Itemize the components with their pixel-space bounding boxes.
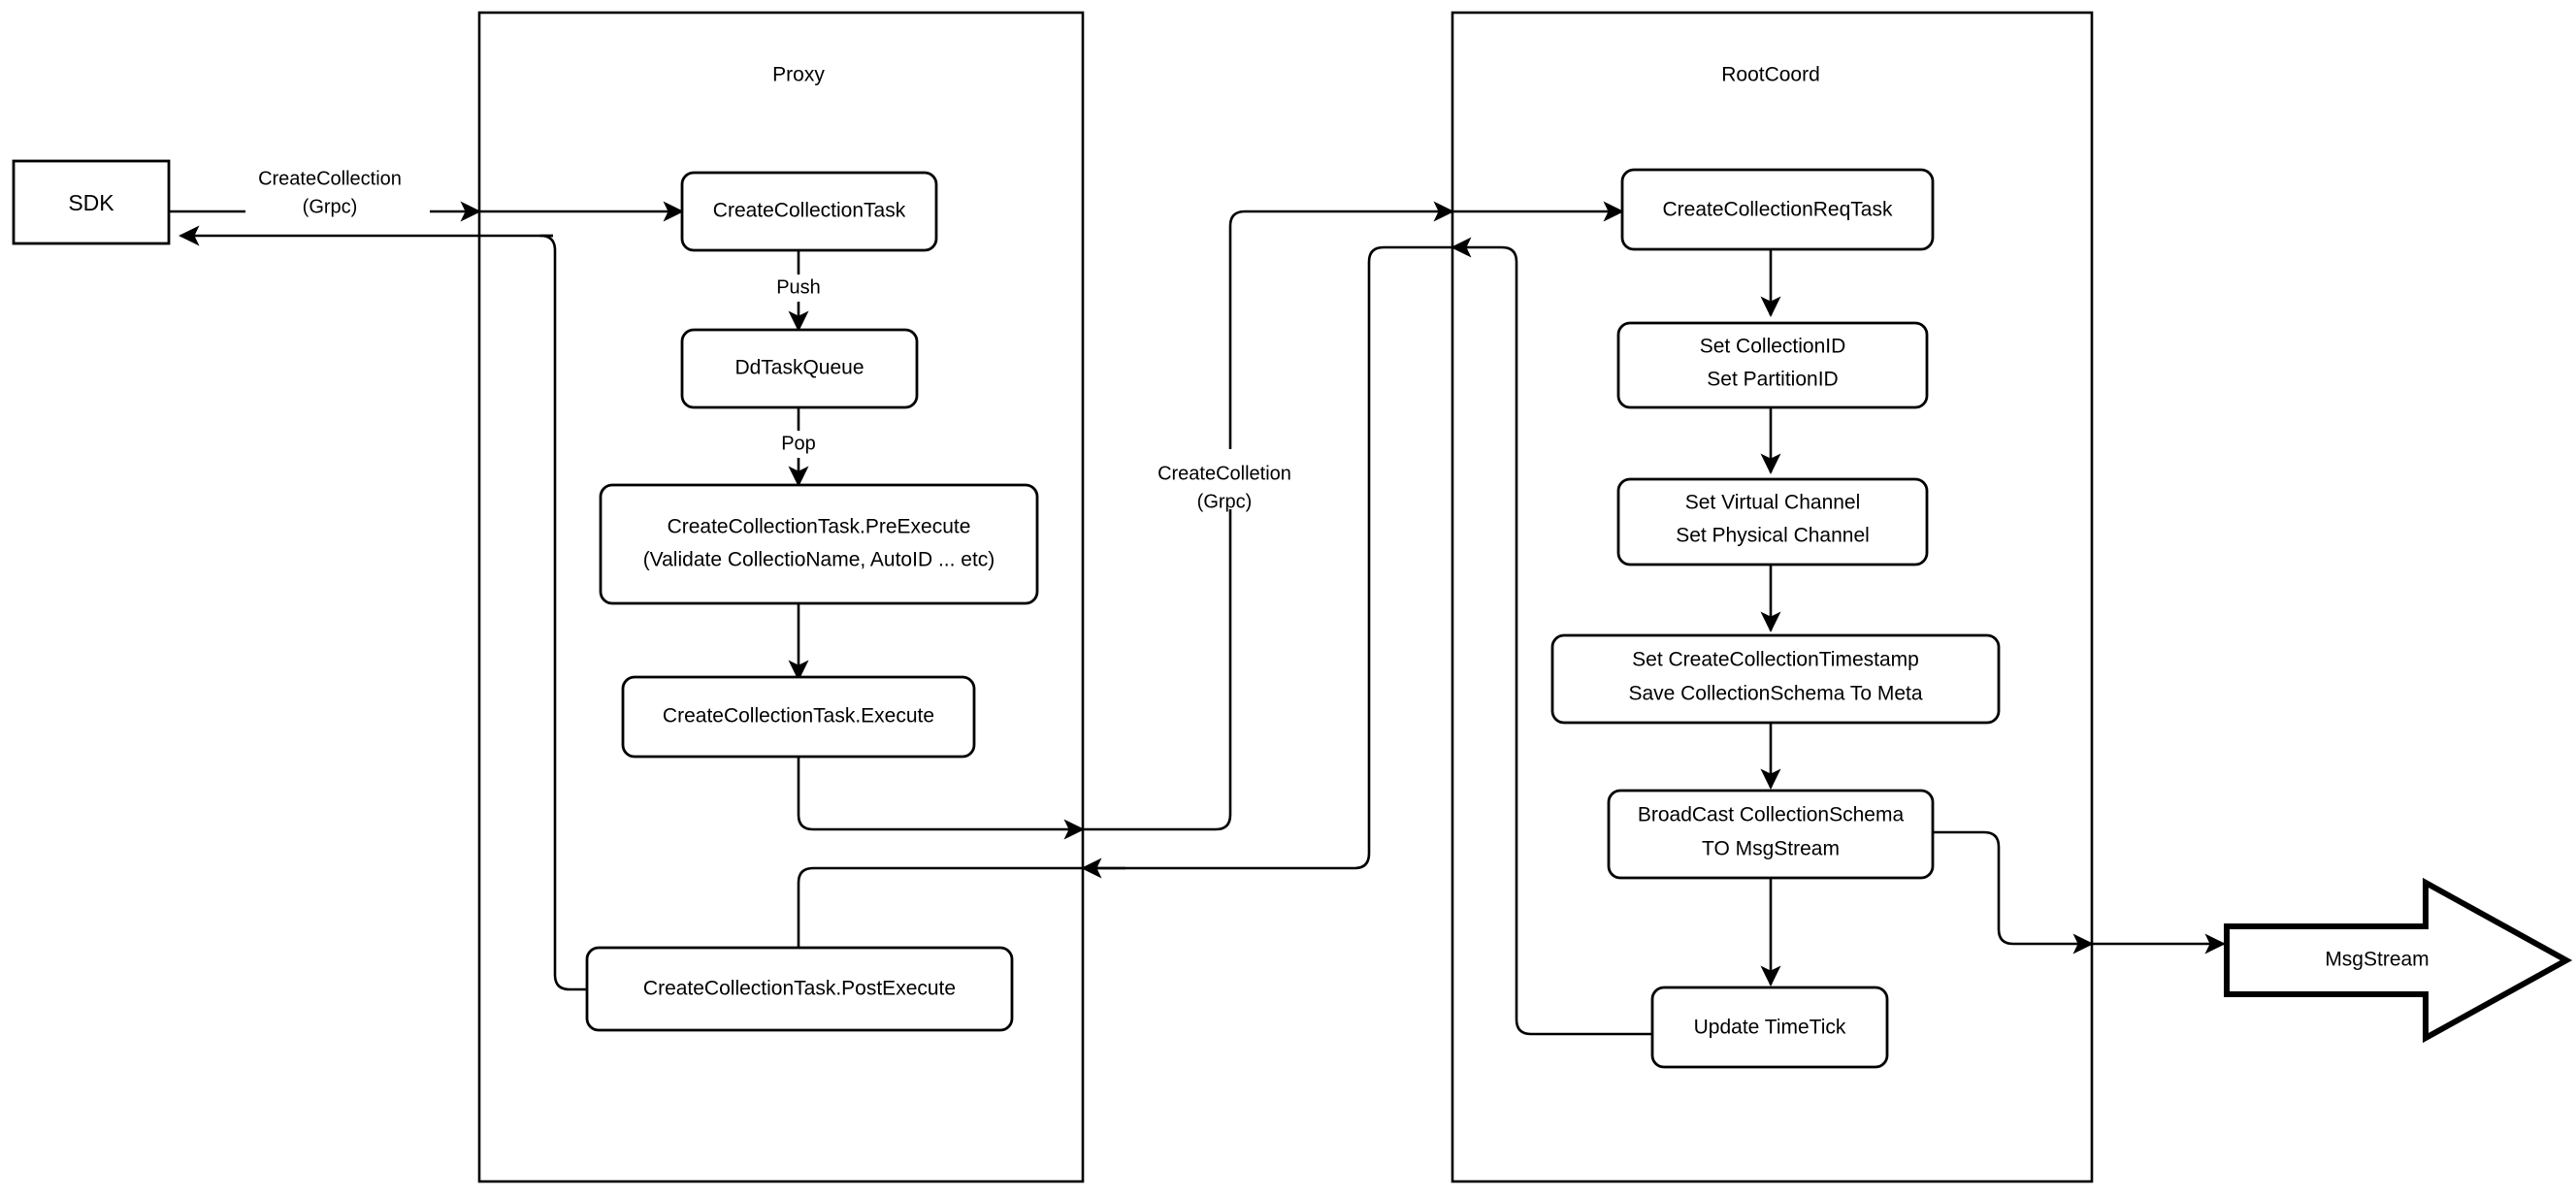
set-timestamp-label-line1: Set CreateCollectionTimestamp	[1632, 649, 1919, 671]
proxy-rootcoord-grpc-label-line2: (Grpc)	[1197, 491, 1253, 512]
pop-label-bg	[768, 431, 829, 458]
node-set-channels[interactable]: Set Virtual Channel Set Physical Channel	[1616, 477, 1929, 566]
create-collection-task-rect[interactable]	[680, 171, 938, 252]
post-execute-label: CreateCollectionTask.PostExecute	[643, 978, 956, 1000]
execute-rect[interactable]	[621, 675, 976, 759]
sdk-node[interactable]: SDK	[12, 159, 171, 245]
node-dd-task-queue[interactable]: DdTaskQueue	[680, 328, 919, 409]
edge-label-push: Push	[763, 275, 834, 302]
msgstream-node[interactable]: MsgStream	[2224, 877, 2573, 1044]
create-collection-task-label: CreateCollectionTask	[713, 200, 906, 222]
pop-label: Pop	[781, 433, 816, 454]
proxy-rootcoord-grpc-label-bg	[1140, 449, 1322, 509]
node-pre-execute[interactable]: CreateCollectionTask.PreExecute (Validat…	[599, 483, 1039, 605]
post-execute-rect[interactable]	[585, 946, 1014, 1032]
push-label: Push	[776, 276, 821, 298]
set-timestamp-rect[interactable]	[1550, 633, 2001, 725]
set-timestamp-label-line2: Save CollectionSchema To Meta	[1628, 683, 1922, 705]
dd-task-queue-label: DdTaskQueue	[734, 357, 864, 379]
edge-broadcast-to-boundary	[1933, 830, 2094, 954]
sdk-grpc-label-line2: (Grpc)	[303, 196, 358, 217]
set-channels-label-line2: Set Physical Channel	[1676, 525, 1870, 547]
node-update-timetick[interactable]: Update TimeTick	[1650, 986, 1889, 1069]
node-create-collection-req-task[interactable]: CreateCollectionReqTask	[1620, 168, 1935, 251]
sdk-grpc-label-bg	[245, 165, 430, 225]
msgstream-arrow-shape[interactable]	[2224, 877, 2573, 1044]
sdk-label: SDK	[68, 190, 114, 215]
proxy-title: Proxy	[772, 64, 825, 86]
edge-rootcoord-return-rail	[1083, 245, 1467, 870]
broadcast-label-line1: BroadCast CollectionSchema	[1638, 804, 1905, 826]
node-execute[interactable]: CreateCollectionTask.Execute	[621, 675, 976, 759]
msgstream-label: MsgStream	[2325, 949, 2429, 971]
push-label-bg	[763, 275, 834, 302]
set-ids-rect[interactable]	[1616, 321, 1929, 409]
broadcast-rect[interactable]	[1607, 789, 1935, 880]
pre-execute-rect[interactable]	[599, 483, 1039, 605]
dd-task-queue-rect[interactable]	[680, 328, 919, 409]
broadcast-label-line2: TO MsgStream	[1702, 838, 1840, 860]
node-create-collection-task[interactable]: CreateCollectionTask	[680, 171, 938, 252]
edge-timetick-to-return-rail	[1467, 245, 1662, 1036]
edge-label-sdk-grpc: CreateCollection (Grpc)	[245, 165, 430, 225]
node-post-execute[interactable]: CreateCollectionTask.PostExecute	[585, 946, 1014, 1032]
set-ids-label-line1: Set CollectionID	[1700, 336, 1846, 358]
rootcoord-title: RootCoord	[1721, 64, 1820, 86]
edge-return-to-postexecute	[788, 866, 1083, 982]
execute-label: CreateCollectionTask.Execute	[663, 705, 934, 728]
edge-grpc-to-rootcoord	[1083, 201, 1454, 831]
update-timetick-rect[interactable]	[1650, 986, 1889, 1069]
edge-label-proxy-rootcoord-grpc: CreateColletion (Grpc)	[1140, 449, 1322, 512]
update-timetick-label: Update TimeTick	[1694, 1017, 1846, 1039]
sdk-rect[interactable]	[12, 159, 171, 245]
create-collection-req-task-rect[interactable]	[1620, 168, 1935, 251]
node-broadcast[interactable]: BroadCast CollectionSchema TO MsgStream	[1607, 789, 1935, 880]
create-collection-req-task-label: CreateCollectionReqTask	[1663, 199, 1893, 221]
edge-label-pop: Pop	[768, 431, 829, 458]
proxy-rootcoord-grpc-label-line1: CreateColletion	[1158, 463, 1291, 484]
set-channels-label-line1: Set Virtual Channel	[1685, 492, 1861, 514]
edge-execute-to-rootcoord	[797, 737, 1085, 840]
sdk-grpc-label-line1: CreateCollection	[258, 168, 402, 189]
pre-execute-label-line2: (Validate CollectioName, AutoID ... etc)	[643, 549, 995, 571]
set-channels-rect[interactable]	[1616, 477, 1929, 566]
set-ids-label-line2: Set PartitionID	[1707, 369, 1838, 391]
edge-postexecute-to-sdk-rail	[538, 234, 587, 991]
node-set-timestamp[interactable]: Set CreateCollectionTimestamp Save Colle…	[1550, 633, 2001, 725]
node-set-ids[interactable]: Set CollectionID Set PartitionID	[1616, 321, 1929, 409]
pre-execute-label-line1: CreateCollectionTask.PreExecute	[668, 516, 971, 538]
